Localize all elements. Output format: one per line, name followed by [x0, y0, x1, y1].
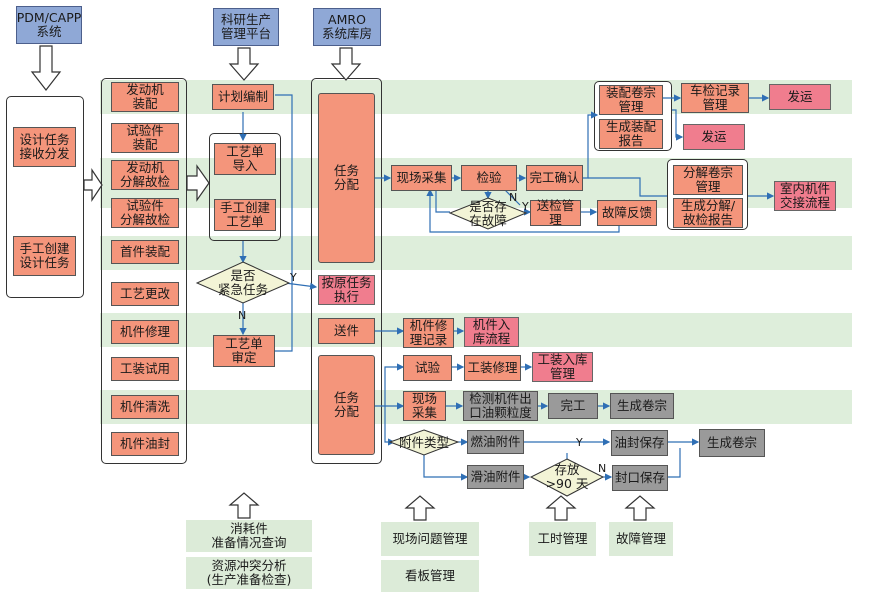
task-test-assembly: 试验件 装配 [111, 123, 179, 153]
band-row-3 [100, 236, 852, 270]
task-test-disassembly: 试验件 分解故检 [111, 198, 179, 228]
amro-system: AMRO 系统库房 [313, 8, 381, 46]
task-parts-oil-seal: 机件油封 [111, 432, 179, 456]
field-collect: 现场采集 [391, 165, 452, 191]
fault-y-label: Y [522, 200, 529, 213]
gen-archive-2: 生成卷宗 [699, 429, 765, 457]
gen-assembly-report: 生成装配 报告 [599, 119, 663, 149]
parts-storage-flow: 机件入 库流程 [464, 317, 519, 347]
research-platform: 科研生产 管理平台 [213, 8, 279, 46]
field-collect-2: 现场 采集 [403, 391, 446, 421]
fuel-attach: 燃油附件 [467, 430, 524, 454]
storage-y-label: Y [576, 436, 583, 449]
hollow-arrows-top [30, 45, 656, 521]
trial: 试验 [403, 355, 452, 381]
work-hours-mgmt: 工时管理 [529, 522, 596, 556]
has-fault-label: 是否存 在故障 [469, 198, 507, 228]
urgent-y-label: Y [290, 271, 297, 284]
pdm-capp-system: PDM/CAPP 系统 [16, 6, 82, 44]
process-review: 工艺单 审定 [213, 335, 275, 367]
task-process-change: 工艺更改 [111, 282, 179, 306]
detect-oil-particle: 检测机件出 口油颗粒度 [463, 391, 538, 421]
original-task-exec: 按原任务 执行 [318, 275, 375, 305]
complete: 完工 [548, 393, 598, 419]
tooling-repair: 工装修理 [464, 355, 521, 381]
fault-feedback: 故障反馈 [597, 200, 657, 226]
urgent-task-label: 是否 紧急任务 [217, 267, 268, 297]
vehicle-record-mgmt: 车检记录 管理 [681, 83, 749, 113]
resource-conflict: 资源冲突分析 (生产准备检查) [186, 557, 312, 589]
send-inspect-mgmt: 送检管理 [530, 198, 581, 227]
oil-attach: 滑油附件 [467, 465, 524, 489]
parts-repair-record: 机件修 理记录 [403, 318, 454, 348]
assembly-archive-mgmt: 装配卷宗 管理 [599, 85, 663, 115]
task-first-assembly: 首件装配 [111, 240, 179, 264]
plan-edit: 计划编制 [212, 84, 274, 110]
task-engine-disassembly: 发动机 分解故检 [111, 160, 179, 190]
task-tooling-trial: 工装试用 [111, 357, 179, 381]
manual-process-sheet: 手工创建 工艺单 [214, 199, 276, 231]
process-import: 工艺单 导入 [214, 143, 276, 175]
task-list-panel [101, 78, 187, 464]
complete-confirm: 完工确认 [526, 165, 583, 191]
field-issue-mgmt: 现场问题管理 [381, 522, 479, 556]
process-panel [209, 133, 281, 241]
send-parts: 送件 [318, 318, 375, 344]
gen-disassembly-report: 生成分解/ 故检报告 [673, 198, 743, 228]
ship-2: 发运 [683, 124, 745, 150]
tooling-storage: 工装入库 管理 [532, 352, 593, 382]
design-task-dist: 设计任务 接收分发 [13, 127, 76, 167]
fault-mgmt: 故障管理 [609, 522, 673, 556]
task-engine-assembly: 发动机 装配 [111, 82, 179, 112]
task-dispatch-2: 任务 分配 [318, 355, 375, 455]
consumables-query: 消耗件 准备情况查询 [186, 520, 312, 552]
urgent-n-label: N [238, 309, 247, 322]
inspect: 检验 [461, 165, 517, 191]
oil-seal-save: 油封保存 [611, 430, 668, 456]
seal-save: 封口保存 [612, 465, 668, 491]
storage-n-label: N [598, 462, 607, 475]
gen-archive-1: 生成卷宗 [610, 393, 674, 419]
task-parts-repair: 机件修理 [111, 320, 179, 344]
ship-1: 发运 [769, 84, 831, 110]
kanban-mgmt: 看板管理 [381, 560, 479, 592]
stored-90-label: 存放 >90 天 [545, 461, 589, 491]
attach-type-label: 附件类型 [398, 434, 449, 450]
task-dispatch-1: 任务 分配 [318, 93, 375, 263]
task-parts-cleaning: 机件清洗 [111, 395, 179, 419]
manual-design-task: 手工创建 设计任务 [13, 236, 76, 276]
indoor-handover: 室内机件 交接流程 [774, 181, 836, 211]
fault-n-label: N [509, 191, 518, 204]
disassembly-archive-mgmt: 分解卷宗 管理 [673, 165, 743, 195]
